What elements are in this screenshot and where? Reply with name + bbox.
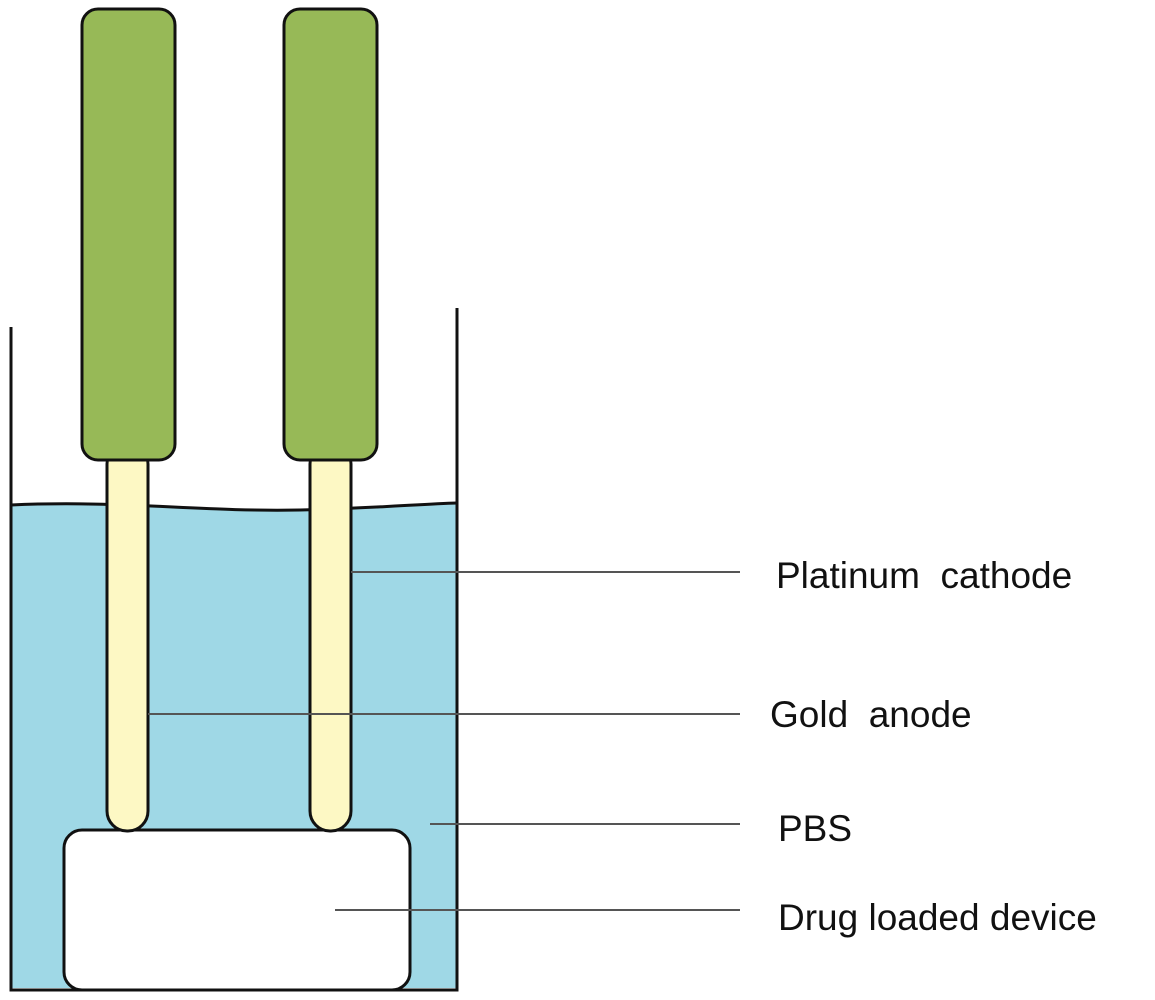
gold-anode-label: Gold anode [770, 694, 972, 735]
right-electrode-holder [282, 7, 379, 462]
pbs-label: PBS [778, 808, 852, 849]
platinum-cathode-label: Platinum cathode [776, 555, 1072, 596]
solution-surface-line [10, 501, 458, 512]
platinum-cathode-wire [308, 442, 353, 833]
drug-loaded-device-label: Drug loaded device [778, 897, 1097, 938]
left-electrode-holder [80, 7, 177, 462]
gold-anode-wire [105, 442, 150, 833]
